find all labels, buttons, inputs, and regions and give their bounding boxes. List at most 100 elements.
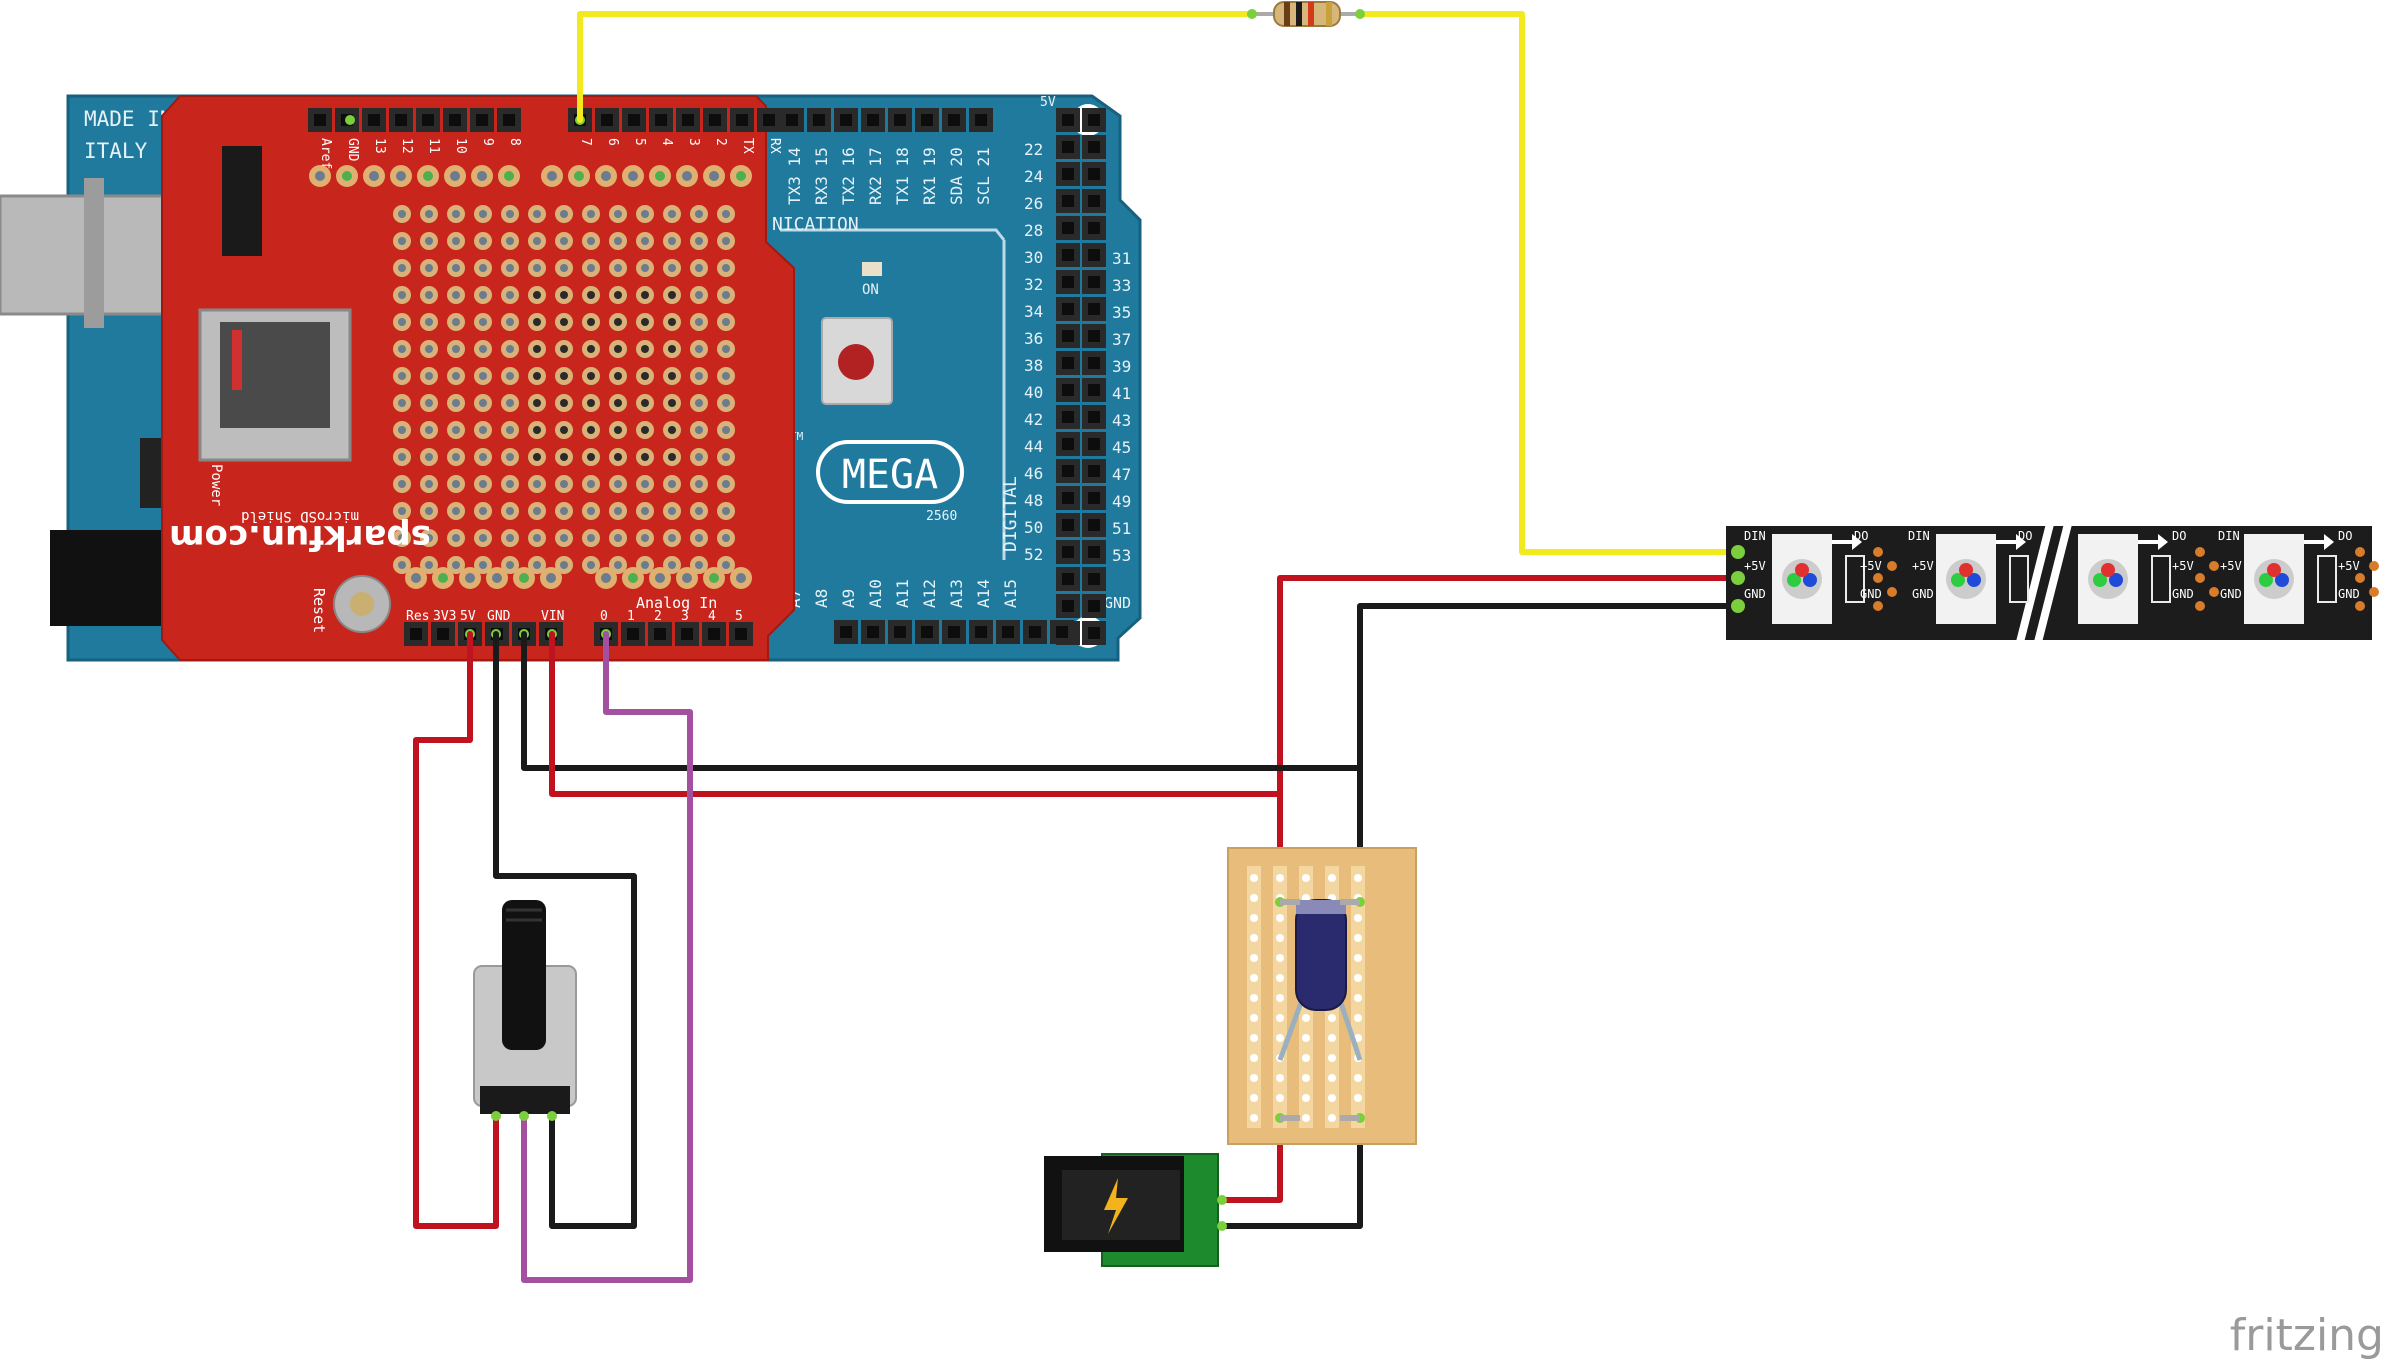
strip-pad-label: +5V [2172,559,2194,573]
comm-pin-label: RX1 19 [920,147,939,205]
comm-pin-label: SCL 21 [974,147,993,205]
digital-pin-label: 44 [1024,437,1043,456]
shield-pin-label: VIN [541,609,564,624]
shield-pin-label: 5 [632,138,647,146]
digital-pin-label: 38 [1024,356,1043,375]
communication-label: NICATION [772,214,859,235]
power-label: Power [208,464,224,506]
wire-black-pot-gnd [493,631,637,1229]
shield-pin-label: Aref [318,138,333,169]
power-bolt-icon [1104,1178,1128,1234]
shield-pin-label: 10 [453,138,468,154]
strip-pad-label: GND [2220,587,2242,601]
comm-pin-label: TX3 14 [785,147,804,205]
digital-pin-label: 24 [1024,167,1043,186]
strip-pad-label: +5V [1744,559,1766,573]
wire-black-jack [1219,1117,1363,1229]
wire-black-arduino-gnd [521,631,1363,771]
digital-pin-label: 28 [1024,221,1043,240]
arduino-analog-labels: A7A8A9A10A11A12A13A14A15 [785,579,1020,608]
strip-pad-label: DIN [1908,529,1930,543]
resistor [1247,1,1365,27]
capacitor [1295,899,1347,1011]
digital-pin-label: 26 [1024,194,1043,213]
microsd-shield: Reset Power sparkfun.com microSD Shield … [161,95,795,661]
strip-pad-label: DO [1854,529,1868,543]
strip-pad-label: +5V [2338,559,2360,573]
shield-pin-label: 9 [480,138,495,146]
strip-pad-label: DO [2018,529,2032,543]
shield-pin-label: GND [345,138,360,162]
analog-pin-label: A12 [920,579,939,608]
digital-pin-label: 30 [1024,248,1043,267]
digital-pin-label: 37 [1112,330,1131,349]
digital-pin-label: 48 [1024,491,1043,510]
digital-pin-label: 31 [1112,249,1131,268]
dc-jack [1044,1153,1227,1267]
made-in-label: MADE IN [84,107,173,131]
wire-red-jack [1219,1117,1283,1203]
sparkfun-logo: sparkfun.com [169,517,431,557]
digital-pin-label: 50 [1024,518,1043,537]
shield-pin-label: 2 [654,609,662,624]
digital-pin-label: 35 [1112,303,1131,322]
analog-pin-label: A10 [866,579,885,608]
comm-pin-label: TX2 16 [839,147,858,205]
mega-logo: MEGA [842,452,938,498]
wire-purple-pot-signal [521,631,693,1283]
strip-pad-label: DIN [2218,529,2240,543]
shield-pin-label: 5V [460,609,476,624]
shield-pin-label: TX [740,138,755,154]
digital-pin-label: 22 [1024,140,1043,159]
shield-pin-label: 4 [659,138,674,146]
digital-pin-label: 39 [1112,357,1131,376]
shield-pin-label: 3 [681,609,689,624]
arrow-right-icon [1832,534,1862,550]
strip-pad-label: GND [1860,587,1882,601]
shield-pin-label: 1 [627,609,635,624]
arrow-right-icon [2304,534,2334,550]
shield-pin-label: 3 [686,138,701,146]
on-led [862,262,882,276]
strip-pad-label: +5V [1860,559,1882,573]
wire-yellow-din [1357,11,1735,555]
strip-pad-label: +5V [2220,559,2242,573]
digital-pin-label: 49 [1112,492,1131,511]
digital-pin-label: 33 [1112,276,1131,295]
comm-pin-label: TX1 18 [893,147,912,205]
italy-label: ITALY [84,139,148,163]
arduino-digital-labels: 2224262830323436384042444648505231333537… [1024,140,1131,565]
shield-pin-label: RX [767,138,782,154]
digital-pin-label: 40 [1024,383,1043,402]
wires [413,11,1739,1283]
strip-pad-label: +5V [1912,559,1934,573]
digital-pin-label: 46 [1024,464,1043,483]
shield-headers [308,108,781,646]
reset-label: Reset [310,588,328,633]
digital-pin-label: 53 [1112,546,1131,565]
digital-pin-label: 47 [1112,465,1131,484]
shield-pin-label: 7 [578,138,593,146]
shield-pin-label: 2 [713,138,728,146]
proto-grid [393,205,735,574]
shield-pin-label: 5 [735,609,743,624]
reset-button-cap [838,344,874,380]
5v-label: 5V [1040,95,1056,110]
digital-pin-label: 43 [1112,411,1131,430]
wire-red-pot-5v [413,631,499,1229]
strip-pad-label: GND [1744,587,1766,601]
shield-pin-label: 8 [507,138,522,146]
arduino-headers [780,108,1106,645]
digital-pin-label: 51 [1112,519,1131,538]
digital-pin-label: 36 [1024,329,1043,348]
potentiometer [473,900,577,1121]
comm-pin-label: RX2 17 [866,147,885,205]
analog-pin-label: A11 [893,579,912,608]
analog-pin-label: A14 [974,579,993,608]
shield-pin-label: 6 [605,138,620,146]
gnd-label: GND [1104,594,1131,612]
